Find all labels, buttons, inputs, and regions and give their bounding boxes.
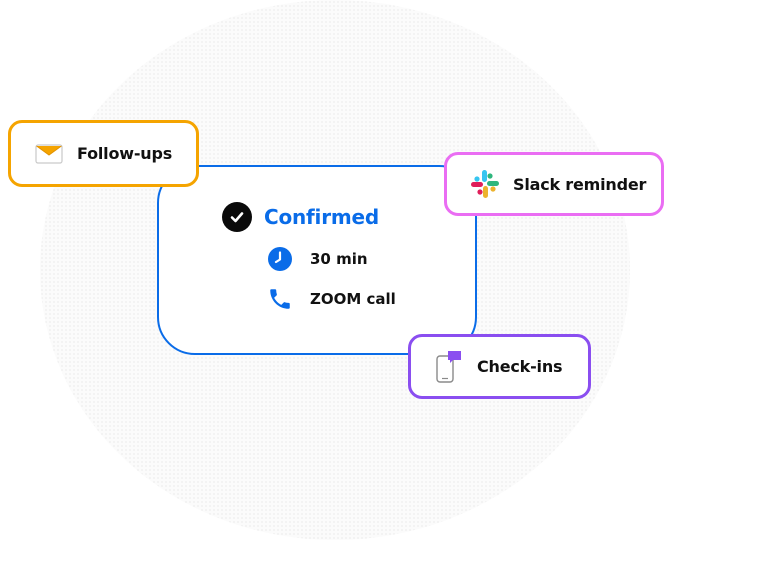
slack-reminder-tag: Slack reminder bbox=[444, 152, 664, 216]
phone-icon bbox=[267, 286, 293, 312]
checkins-tag: Check-ins bbox=[408, 334, 591, 399]
status-label: Confirmed bbox=[264, 205, 379, 229]
booking-card bbox=[157, 165, 477, 355]
location-row: ZOOM call bbox=[267, 286, 396, 312]
clock-icon bbox=[267, 246, 293, 272]
followups-label: Follow-ups bbox=[77, 144, 173, 163]
slack-logo-icon bbox=[469, 168, 501, 200]
followups-tag: Follow-ups bbox=[8, 120, 199, 187]
check-circle-icon bbox=[222, 202, 252, 232]
duration-label: 30 min bbox=[310, 250, 368, 268]
duration-row: 30 min bbox=[267, 246, 368, 272]
checkins-label: Check-ins bbox=[477, 357, 563, 376]
booking-status: Confirmed bbox=[222, 202, 379, 232]
slack-reminder-label: Slack reminder bbox=[513, 174, 647, 194]
mobile-message-icon bbox=[433, 350, 465, 383]
location-label: ZOOM call bbox=[310, 290, 396, 308]
envelope-icon bbox=[33, 138, 65, 170]
